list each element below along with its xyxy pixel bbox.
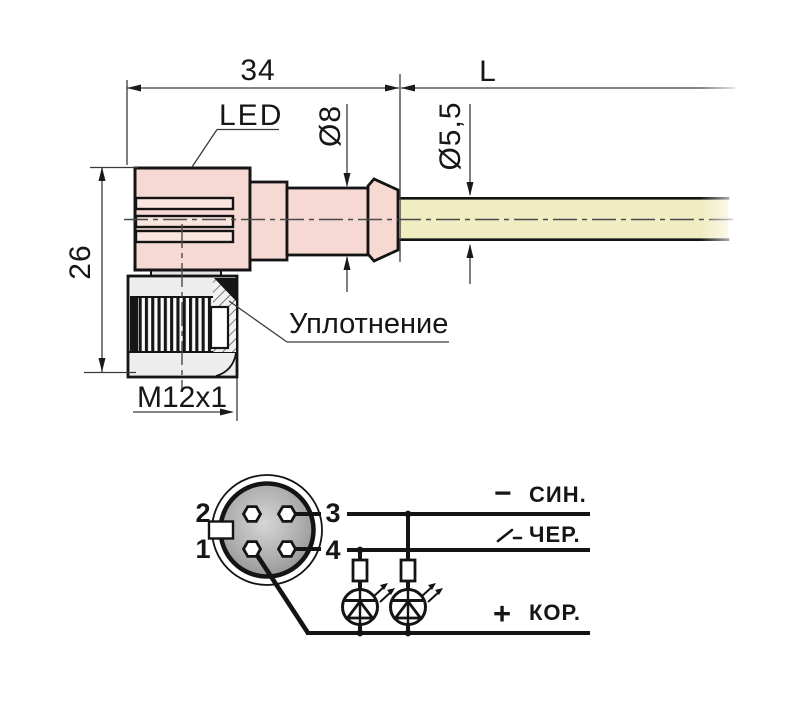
housing-rib [134,214,235,229]
switch-contact-icon [496,528,523,543]
seal-wedge [214,278,236,301]
resistor-symbol [351,558,369,583]
housing-step [248,180,289,262]
dim-34-label: 34 [240,54,276,87]
pin-2-contact [241,505,263,523]
strain-relief-cone [366,177,400,263]
connector-side-view [133,166,730,279]
dimension-34 [126,80,399,165]
image-fade [700,50,746,250]
led-leader-line [191,128,279,168]
dim-dia55-label: Ø5,5 [434,101,467,171]
pin-2-label: 2 [195,498,211,528]
dimension-26 [84,166,138,374]
led-symbol [389,583,443,626]
brown-wire-label: КОР. [529,600,582,625]
wire-junction-dots [356,510,412,637]
thread-label: M12x1 [137,381,228,414]
pin-4-contact [276,540,298,558]
led-symbol [341,583,395,626]
seal-insert [209,305,230,350]
keying-notch [207,520,235,540]
dimension-L [401,84,735,92]
seal-leader-line [228,300,449,343]
housing-rib [134,229,235,244]
pin-1-label: 1 [195,534,211,564]
light-emission-arrows-icon [372,583,395,603]
housing-rib [134,196,235,211]
dimension-dia8 [343,104,351,292]
dimension-m12 [133,378,238,421]
black-wire-label: ЧЕР. [529,522,581,547]
pin-3-contact [276,505,298,523]
resistor-symbol [399,558,417,583]
blue-wire-label: СИН. [529,482,587,507]
centerlines [124,218,737,392]
pin-4-label: 4 [325,535,341,565]
brown-wire-polarity: + [493,596,512,631]
dim-26-label: 26 [64,244,97,280]
pin-3-label: 3 [325,498,341,528]
dim-L-label: L [479,55,497,88]
led-label: LED [219,99,284,132]
seal-label: Уплотнение [289,308,449,340]
dim-dia8-label: Ø8 [314,104,347,148]
light-emission-arrows-icon [420,583,443,603]
connector-pins [241,505,298,558]
blue-wire-polarity: − [494,477,512,510]
knurled-thread-zone [130,297,213,352]
pin-1-contact [241,540,263,558]
dimension-dia55 [466,104,474,284]
cable-entry-cylinder [285,186,370,257]
dimension-lines [84,74,735,421]
